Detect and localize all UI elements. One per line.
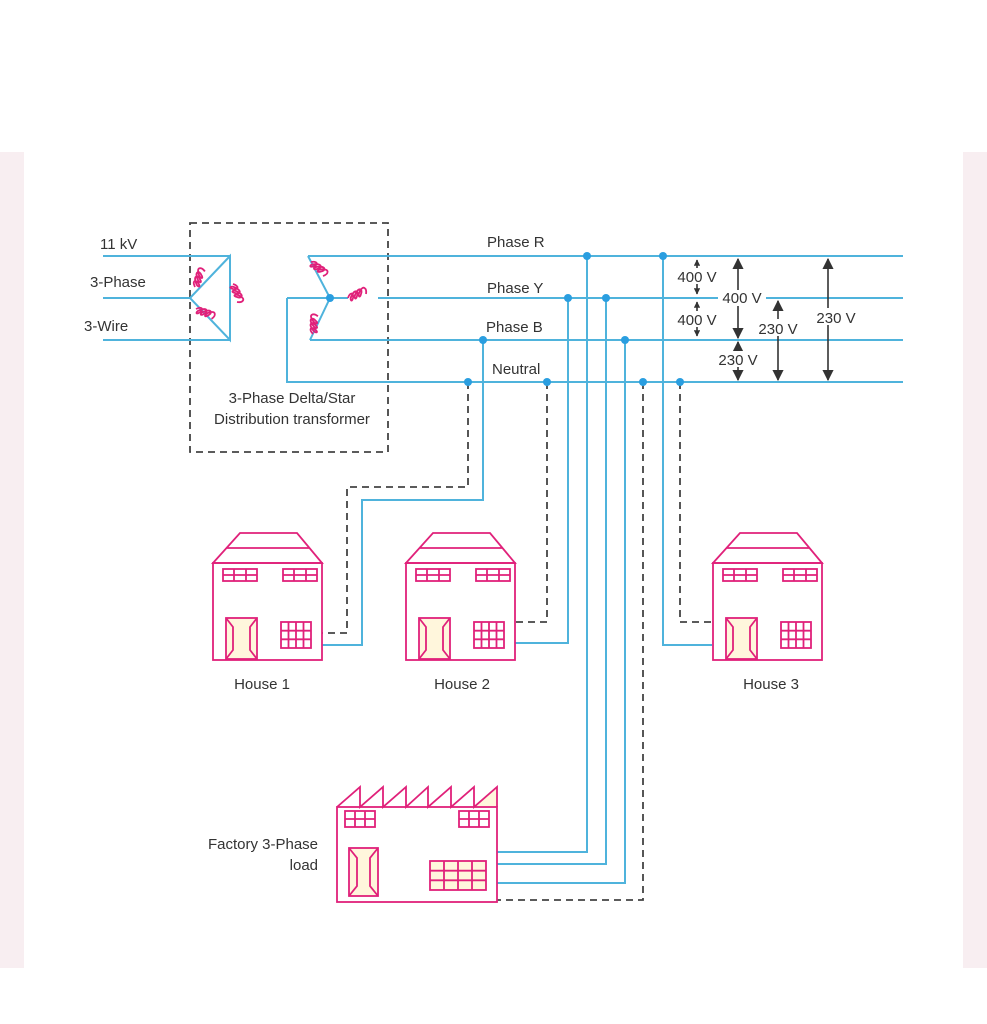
right-side-panel bbox=[963, 152, 987, 968]
phase-y-label: Phase Y bbox=[487, 280, 543, 297]
factory-label-1: Factory 3-Phase bbox=[208, 836, 318, 853]
house-3-icon bbox=[712, 532, 823, 661]
house-2-label: House 2 bbox=[434, 676, 490, 693]
voltage-arrows bbox=[676, 257, 860, 382]
house-1-label: House 1 bbox=[234, 676, 290, 693]
voltage-label-ry: 400 V bbox=[677, 269, 716, 286]
transformer-label-1: 3-Phase Delta/Star bbox=[229, 390, 356, 407]
voltage-label-yn: 230 V bbox=[758, 321, 797, 338]
primary-wire-label: 3-Wire bbox=[84, 318, 128, 335]
neutral-label: Neutral bbox=[492, 361, 540, 378]
house-2-icon bbox=[405, 532, 516, 661]
star-winding bbox=[286, 255, 903, 383]
voltage-label-rn: 230 V bbox=[816, 310, 855, 327]
house-1-icon bbox=[212, 532, 323, 661]
branch-wires bbox=[322, 256, 712, 901]
factory-icon bbox=[336, 784, 498, 903]
primary-voltage-label: 11 kV bbox=[100, 236, 137, 253]
voltage-label-yb: 400 V bbox=[677, 312, 716, 329]
phase-b-label: Phase B bbox=[486, 319, 543, 336]
voltage-label-rb: 400 V bbox=[722, 290, 761, 307]
transformer-box bbox=[189, 222, 389, 453]
junction-dots bbox=[464, 252, 684, 386]
delta-winding-icon bbox=[186, 265, 245, 325]
left-side-panel bbox=[0, 152, 24, 968]
factory-label-2: load bbox=[290, 857, 318, 874]
phase-r-label: Phase R bbox=[487, 234, 545, 251]
primary-lines bbox=[103, 253, 231, 343]
transformer-label-2: Distribution transformer bbox=[214, 411, 370, 428]
primary-phase-label: 3-Phase bbox=[90, 274, 146, 291]
voltage-label-bn: 230 V bbox=[718, 352, 757, 369]
house-3-label: House 3 bbox=[743, 676, 799, 693]
